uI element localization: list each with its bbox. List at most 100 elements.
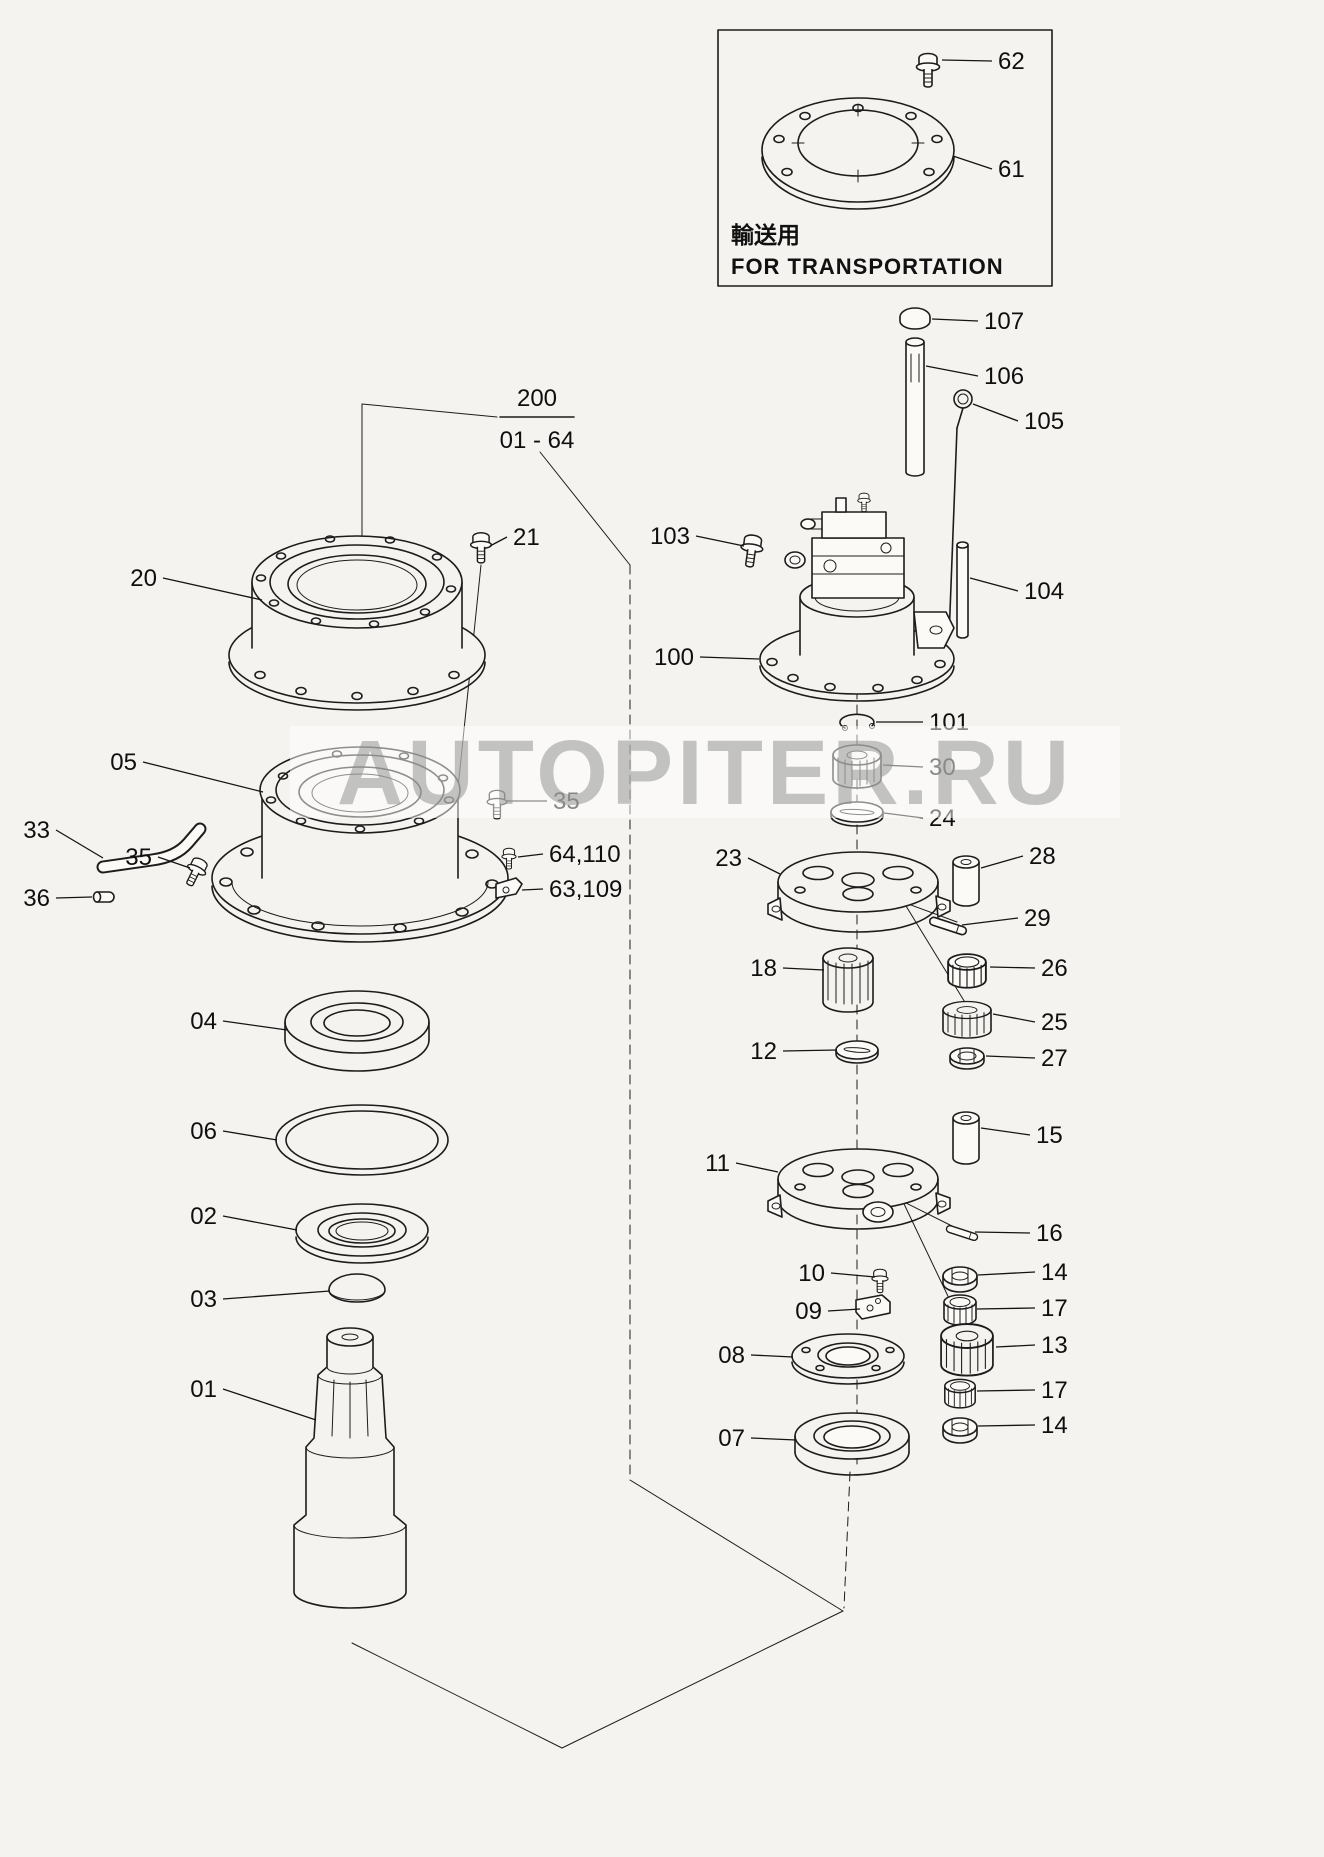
svg-text:23: 23: [715, 845, 742, 872]
label-17-lower: 17: [976, 1377, 1068, 1404]
svg-text:28: 28: [1029, 843, 1056, 870]
svg-text:11: 11: [705, 1150, 730, 1177]
assembly-range: 01 - 64: [500, 427, 575, 454]
part-21-bolt: [469, 532, 493, 564]
label-27: 27: [985, 1045, 1068, 1072]
label-23: 23: [715, 845, 781, 875]
transportation-inset: 輸送用 FOR TRANSPORTATION: [717, 29, 1053, 287]
svg-text:09: 09: [795, 1298, 822, 1325]
svg-text:14: 14: [1041, 1412, 1068, 1439]
label-01: 01: [190, 1376, 317, 1421]
label-16: 16: [974, 1220, 1063, 1247]
part-10-bolt: [871, 1268, 889, 1294]
label-11: 11: [705, 1150, 779, 1177]
svg-text:17: 17: [1041, 1295, 1068, 1322]
svg-text:33: 33: [23, 817, 50, 844]
label-64-110: 64,110: [517, 841, 621, 868]
label-02: 02: [190, 1203, 298, 1231]
part-04-bearing: [284, 990, 430, 1072]
part-02-seal: [295, 1203, 429, 1264]
label-103: 103: [650, 523, 745, 550]
label-61: 61: [952, 155, 1025, 183]
svg-text:106: 106: [984, 363, 1024, 390]
svg-text:01: 01: [190, 1376, 217, 1403]
svg-text:04: 04: [190, 1008, 217, 1035]
label-12: 12: [750, 1038, 838, 1065]
label-13: 13: [995, 1332, 1068, 1359]
svg-text:27: 27: [1041, 1045, 1068, 1072]
svg-text:07: 07: [718, 1425, 745, 1452]
part-07-bearing: [794, 1412, 910, 1476]
assembly-number: 200: [517, 385, 557, 412]
label-04: 04: [190, 1008, 288, 1035]
inset-title-jp: 輸送用: [731, 222, 800, 249]
part-28-pin: [952, 855, 980, 907]
part-17-needle-bearing-upper: [943, 1294, 977, 1326]
label-35-left: 35: [125, 844, 191, 871]
part-03-cap: [328, 1273, 386, 1303]
svg-text:36: 36: [23, 885, 50, 912]
label-14-upper: 14: [977, 1259, 1068, 1286]
svg-text:06: 06: [190, 1118, 217, 1145]
svg-text:25: 25: [1041, 1009, 1068, 1036]
label-36: 36: [23, 885, 93, 912]
part-16-pin: [944, 1224, 980, 1242]
label-14-lower: 14: [977, 1412, 1068, 1439]
label-63-109: 63,109: [521, 876, 622, 903]
label-100: 100: [654, 644, 760, 671]
inset-title-en: FOR TRANSPORTATION: [731, 254, 1004, 279]
part-11-carrier: [767, 1148, 951, 1230]
label-06: 06: [190, 1118, 278, 1145]
label-10: 10: [798, 1260, 876, 1287]
part-36-plug: [92, 891, 115, 903]
part-29-pin: [927, 915, 969, 937]
label-26: 26: [989, 955, 1068, 982]
part-62-transport-bolt: [915, 52, 941, 88]
part-25-planet-gear: [942, 1000, 992, 1039]
watermark-text: AUTOPITER.RU: [337, 722, 1073, 824]
part-35-bolt-left: [179, 854, 212, 891]
label-03: 03: [190, 1286, 331, 1313]
svg-text:16: 16: [1036, 1220, 1063, 1247]
label-62: 62: [941, 48, 1025, 75]
svg-text:64,110: 64,110: [549, 841, 621, 868]
svg-text:103: 103: [650, 523, 690, 550]
svg-text:05: 05: [110, 749, 137, 776]
part-104-rod: [956, 541, 969, 639]
svg-text:104: 104: [1024, 578, 1064, 605]
svg-text:18: 18: [750, 955, 777, 982]
svg-text:21: 21: [513, 524, 540, 551]
label-106: 106: [925, 363, 1024, 390]
part-13-gear: [940, 1323, 994, 1377]
part-106-pipe: [905, 337, 925, 477]
part-14-nut-lower: [942, 1417, 978, 1444]
svg-text:100: 100: [654, 644, 694, 671]
part-33-pipe: [96, 822, 207, 874]
label-18: 18: [750, 955, 825, 982]
part-23-carrier: [767, 851, 951, 933]
svg-text:03: 03: [190, 1286, 217, 1313]
svg-text:14: 14: [1041, 1259, 1068, 1286]
label-21: 21: [489, 524, 540, 551]
label-28: 28: [980, 843, 1056, 870]
svg-text:35: 35: [125, 844, 152, 871]
label-25: 25: [992, 1009, 1068, 1036]
label-15: 15: [980, 1122, 1063, 1149]
svg-text:12: 12: [750, 1038, 777, 1065]
label-08: 08: [718, 1342, 794, 1369]
part-15-pin: [952, 1111, 980, 1165]
label-29: 29: [961, 905, 1051, 932]
svg-text:13: 13: [1041, 1332, 1068, 1359]
svg-text:15: 15: [1036, 1122, 1063, 1149]
label-33: 33: [23, 817, 104, 859]
label-05: 05: [110, 749, 264, 793]
assembly-reference: 200 01 - 64: [500, 385, 575, 454]
part-103-bolt: [737, 532, 766, 570]
part-20-ring-housing: [228, 535, 486, 711]
part-14-nut-upper: [942, 1266, 978, 1293]
svg-text:02: 02: [190, 1203, 217, 1230]
svg-text:105: 105: [1024, 408, 1064, 435]
part-26-needle-bearing: [947, 953, 987, 989]
svg-text:17: 17: [1041, 1377, 1068, 1404]
